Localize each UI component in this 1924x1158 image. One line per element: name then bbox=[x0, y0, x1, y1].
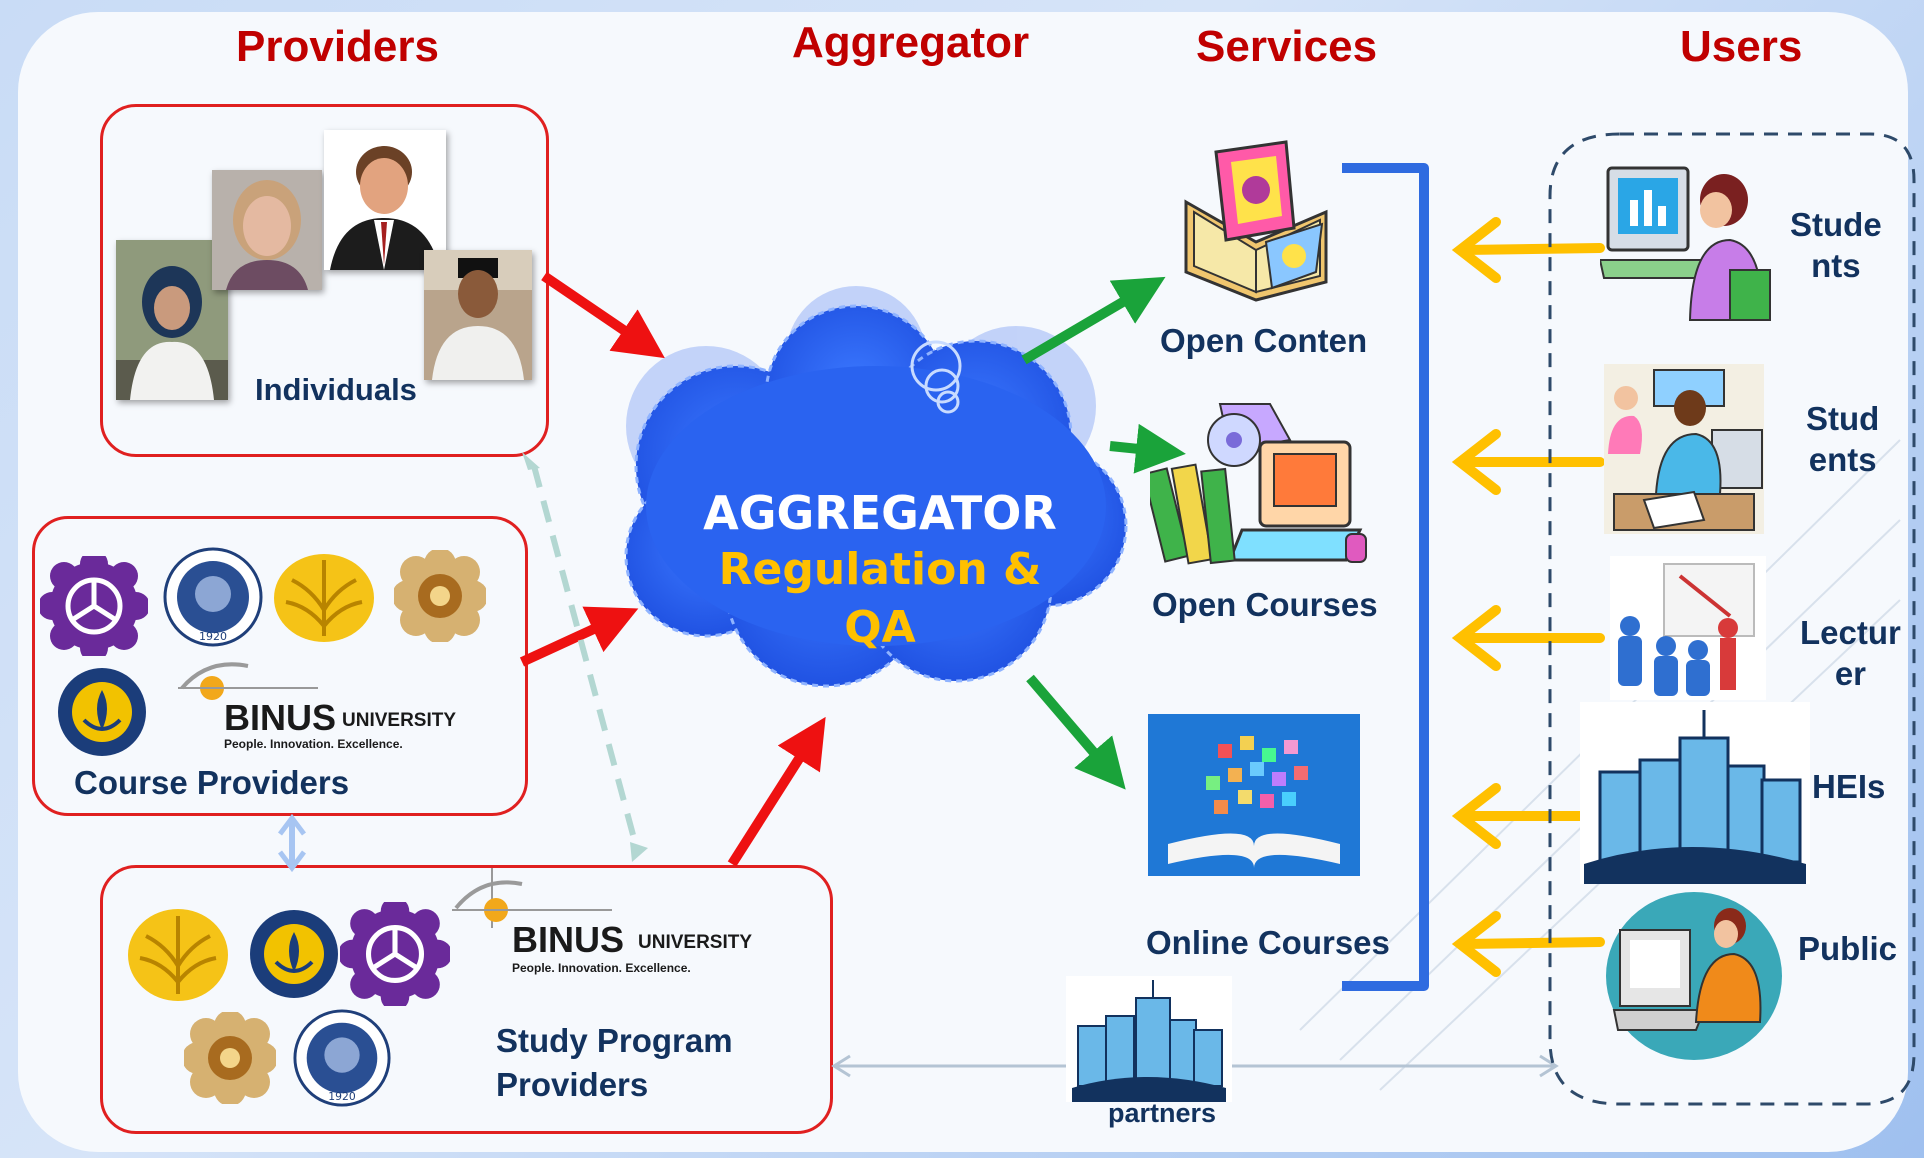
cloud-title: AGGREGATOR bbox=[703, 486, 1057, 540]
itb-year-text: 1920 bbox=[199, 630, 227, 643]
red-arrows bbox=[519, 271, 826, 867]
individuals-label: Individuals bbox=[255, 372, 417, 407]
partners-label: partners bbox=[1108, 1098, 1217, 1128]
ipb-logo-study-icon bbox=[340, 902, 450, 1006]
heis-label: HEIs bbox=[1812, 768, 1886, 805]
open-courses-computer-icon bbox=[1150, 403, 1367, 565]
students-label-2a: Stud bbox=[1806, 400, 1880, 437]
services-bracket bbox=[1342, 163, 1429, 991]
ipb-logo-icon bbox=[40, 556, 148, 656]
heading-users: Users bbox=[1680, 22, 1803, 71]
students-label-1: Stude nts bbox=[1790, 204, 1882, 286]
course-providers-label: Course Providers bbox=[74, 764, 350, 801]
binus-university-text: UNIVERSITY bbox=[342, 710, 456, 731]
students-label-1b: nts bbox=[1811, 247, 1861, 284]
public-computer-icon bbox=[1606, 892, 1782, 1060]
open-courses-label: Open Courses bbox=[1152, 586, 1378, 623]
individual-photo-1 bbox=[116, 240, 228, 400]
lecturer-presentation-icon bbox=[1610, 556, 1766, 700]
study-program-box bbox=[100, 865, 833, 1134]
individual-photo-4 bbox=[424, 250, 532, 380]
users-dashed-box bbox=[1548, 132, 1916, 1106]
lecturer-label: Lectur er bbox=[1800, 612, 1901, 694]
students-office-icon bbox=[1604, 364, 1764, 534]
open-content-books-icon bbox=[1184, 140, 1328, 302]
study-program-label-line1: Study Program bbox=[496, 1022, 733, 1059]
students-label-1a: Stude bbox=[1790, 206, 1882, 243]
public-label: Public bbox=[1798, 930, 1898, 967]
arrow-course-to-aggregator bbox=[519, 606, 639, 667]
ugm-logo-icon bbox=[394, 550, 486, 642]
binus-tagline-text: People. Innovation. Excellence. bbox=[224, 737, 403, 751]
aggregator-cloud bbox=[624, 286, 1128, 688]
binus-tagline-text-2: People. Innovation. Excellence. bbox=[512, 961, 691, 975]
cloud-subtitle-line2: QA bbox=[844, 602, 916, 653]
ui-logo-icon bbox=[274, 554, 374, 642]
arrow-study-to-aggregator bbox=[727, 716, 826, 867]
lecturer-label-b: er bbox=[1834, 655, 1867, 692]
its-logo-study-icon bbox=[250, 910, 338, 998]
itb-year-text-2: 1920 bbox=[328, 1090, 356, 1103]
arrow-to-open-courses bbox=[1109, 423, 1186, 474]
ui-logo-study-icon bbox=[128, 909, 228, 1001]
online-courses-book-apps-icon bbox=[1148, 714, 1360, 876]
yellow-arrows bbox=[1451, 217, 1605, 977]
ugm-logo-study-icon bbox=[184, 1012, 276, 1104]
partners-buildings-icon bbox=[1066, 976, 1232, 1102]
online-courses-label: Online Courses bbox=[1146, 924, 1390, 961]
open-content-label: Open Conten bbox=[1160, 322, 1368, 359]
heading-providers: Providers bbox=[236, 22, 439, 71]
binus-logo-study: BINUS UNIVERSITY People. Innovation. Exc… bbox=[452, 868, 752, 975]
heis-buildings-icon bbox=[1580, 702, 1810, 884]
teal-dashed-arrow bbox=[531, 465, 639, 847]
arrow-to-online-courses bbox=[1026, 674, 1126, 790]
binus-logo-course: BINUS UNIVERSITY People. Innovation. Exc… bbox=[178, 662, 456, 751]
partners-line bbox=[831, 1054, 1559, 1078]
arrow-to-open-content bbox=[1021, 276, 1166, 365]
individual-photo-3 bbox=[324, 130, 446, 270]
binus-brand-text-2: BINUS bbox=[512, 919, 624, 960]
binus-university-text-2: UNIVERSITY bbox=[638, 932, 752, 953]
students-label-2b: ents bbox=[1808, 441, 1877, 478]
itb-logo-study-icon: 1920 bbox=[293, 1009, 391, 1107]
course-providers-box bbox=[32, 516, 528, 816]
arrow-individuals-to-aggregator bbox=[541, 271, 665, 359]
lecturer-label-a: Lectur bbox=[1800, 614, 1901, 651]
cloud-subtitle-line1: Regulation & bbox=[718, 544, 1042, 595]
students-computer-icon bbox=[1600, 166, 1771, 321]
itb-logo-icon: 1920 bbox=[163, 547, 263, 647]
students-label-2: Stud ents bbox=[1806, 398, 1879, 480]
heading-aggregator: Aggregator bbox=[792, 18, 1030, 67]
its-logo-icon bbox=[58, 668, 146, 756]
blue-double-arrow bbox=[278, 813, 306, 873]
individual-photo-2 bbox=[212, 170, 322, 290]
heading-services: Services bbox=[1196, 22, 1378, 71]
green-arrows bbox=[1021, 276, 1186, 790]
binus-brand-text: BINUS bbox=[224, 697, 336, 738]
study-program-label-line2: Providers bbox=[496, 1066, 649, 1103]
